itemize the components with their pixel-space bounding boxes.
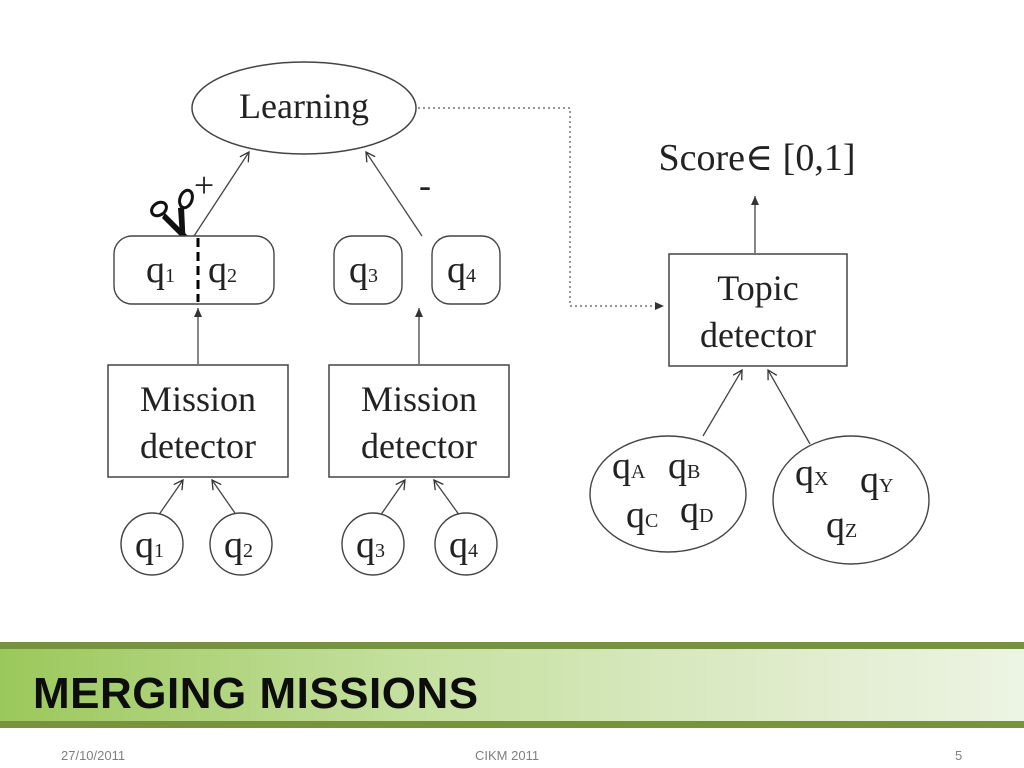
score-label: Score∈ [0,1] — [659, 137, 856, 179]
mission-detector-left-line2: detector — [140, 426, 256, 466]
pair-q1: q1 — [146, 249, 175, 291]
input-q2-label: q2 — [224, 524, 253, 566]
pair-q3: q3 — [349, 249, 378, 291]
topic-detector-line1: Topic — [717, 268, 798, 308]
cluster2-qX: qX — [795, 452, 829, 494]
input-q3-label: q3 — [356, 524, 385, 566]
slide-title: MERGING MISSIONS — [33, 669, 479, 718]
pair-q2: q2 — [208, 249, 237, 291]
input-q3-node — [341, 512, 405, 576]
cluster1-qD: qD — [680, 489, 713, 531]
title-band-top-rule — [0, 642, 1024, 649]
input-q2-arrow — [211, 478, 238, 517]
title-band: MERGING MISSIONS — [0, 642, 1024, 732]
title-band-bottom-rule — [0, 721, 1024, 728]
input-q2-node — [209, 512, 273, 576]
topic-detector-line2: detector — [700, 315, 816, 355]
learning-to-topic-link — [418, 107, 664, 310]
mission-detector-right-line2: detector — [361, 426, 477, 466]
mission-detector-left — [107, 364, 289, 478]
topic-detector — [668, 253, 848, 367]
diagram: Learning + - q1 q2 q3 q4 Mission detecto… — [107, 61, 930, 576]
mission-detector-right — [328, 364, 510, 478]
input-q4-node — [434, 512, 498, 576]
footer-venue: CIKM 2011 — [475, 748, 540, 763]
learning-node — [191, 61, 417, 155]
topic-cluster-1 — [589, 435, 747, 553]
cluster2-qY: qY — [860, 459, 893, 501]
input-q1-node — [120, 512, 184, 576]
minus-sign: - — [419, 165, 431, 205]
negative-right-box — [431, 235, 501, 305]
mission-detector-left-line1: Mission — [140, 379, 256, 419]
pair-q4: q4 — [447, 249, 476, 291]
cluster2-qZ: qZ — [826, 504, 857, 546]
input-q1-arrow — [157, 478, 184, 517]
positive-arrow — [193, 150, 250, 237]
learning-label: Learning — [239, 86, 369, 126]
cluster1-qC: qC — [626, 494, 658, 536]
input-q4-arrow — [433, 478, 461, 517]
plus-sign: + — [194, 165, 214, 205]
footer-date: 27/10/2011 — [61, 748, 126, 763]
title-band-fill: MERGING MISSIONS — [0, 649, 1024, 721]
topic-cluster-2 — [772, 435, 930, 565]
negative-arrow — [365, 150, 423, 237]
positive-pair-box — [113, 235, 275, 305]
cluster1-qA: qA — [612, 445, 646, 487]
footer-page-number: 5 — [955, 748, 963, 763]
negative-left-box — [333, 235, 403, 305]
mission-detector-right-line1: Mission — [361, 379, 477, 419]
input-q1-label: q1 — [135, 524, 164, 566]
cluster1-qB: qB — [668, 445, 700, 487]
topic-cluster2-arrow — [767, 368, 811, 445]
input-q4-label: q4 — [449, 524, 478, 566]
input-q3-arrow — [379, 478, 406, 517]
topic-cluster1-arrow — [702, 368, 743, 437]
